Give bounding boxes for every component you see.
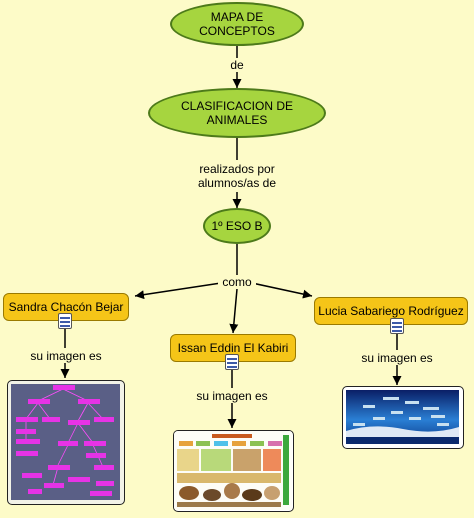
concept-label: 1º ESO B: [211, 219, 263, 233]
image-thumbnail-lucia[interactable]: [342, 386, 464, 449]
link-label-como: como: [218, 275, 256, 289]
concept-mapa-de-conceptos[interactable]: MAPA DE CONCEPTOS: [170, 2, 304, 46]
concept-label: Issan Eddin El Kabiri: [177, 341, 289, 355]
concept-label: CLASIFICACION DE ANIMALES: [180, 99, 294, 127]
link-label-de: de: [225, 58, 249, 72]
concept-label: MAPA DE CONCEPTOS: [199, 10, 275, 38]
concept-1-eso-b[interactable]: 1º ESO B: [203, 208, 271, 244]
concept-label: Sandra Chacón Bejar: [8, 300, 124, 314]
link-label-line: realizados por: [199, 162, 275, 176]
arrow-como-issan: [229, 288, 239, 334]
concept-map-image: [11, 384, 120, 500]
link-label-su-imagen-sandra: su imagen es: [24, 349, 108, 363]
image-thumbnail-sandra[interactable]: [7, 380, 125, 505]
sky-scene-image: [346, 390, 459, 444]
arrow-como-sandra: [134, 282, 222, 300]
concept-sandra-chacon-bejar[interactable]: Sandra Chacón Bejar: [3, 293, 129, 321]
link-label-su-imagen-issan: su imagen es: [190, 389, 274, 403]
concept-lucia-sabariego-rodriguez[interactable]: Lucia Sabariego Rodríguez: [314, 297, 468, 325]
link-label-realizados: realizados por alumnos/as de: [180, 162, 294, 190]
link-label-su-imagen-lucia: su imagen es: [355, 351, 439, 365]
arrow-como-lucia: [251, 282, 313, 299]
concept-label: Lucia Sabariego Rodríguez: [318, 304, 464, 318]
concept-clasificacion-de-animales[interactable]: CLASIFICACION DE ANIMALES: [148, 88, 326, 138]
image-thumbnail-issan[interactable]: [173, 430, 294, 512]
link-label-line: alumnos/as de: [197, 176, 277, 190]
resource-icon[interactable]: [225, 354, 239, 370]
animal-chart-image: [174, 431, 292, 510]
resource-icon[interactable]: [390, 318, 404, 334]
resource-icon[interactable]: [58, 313, 72, 329]
